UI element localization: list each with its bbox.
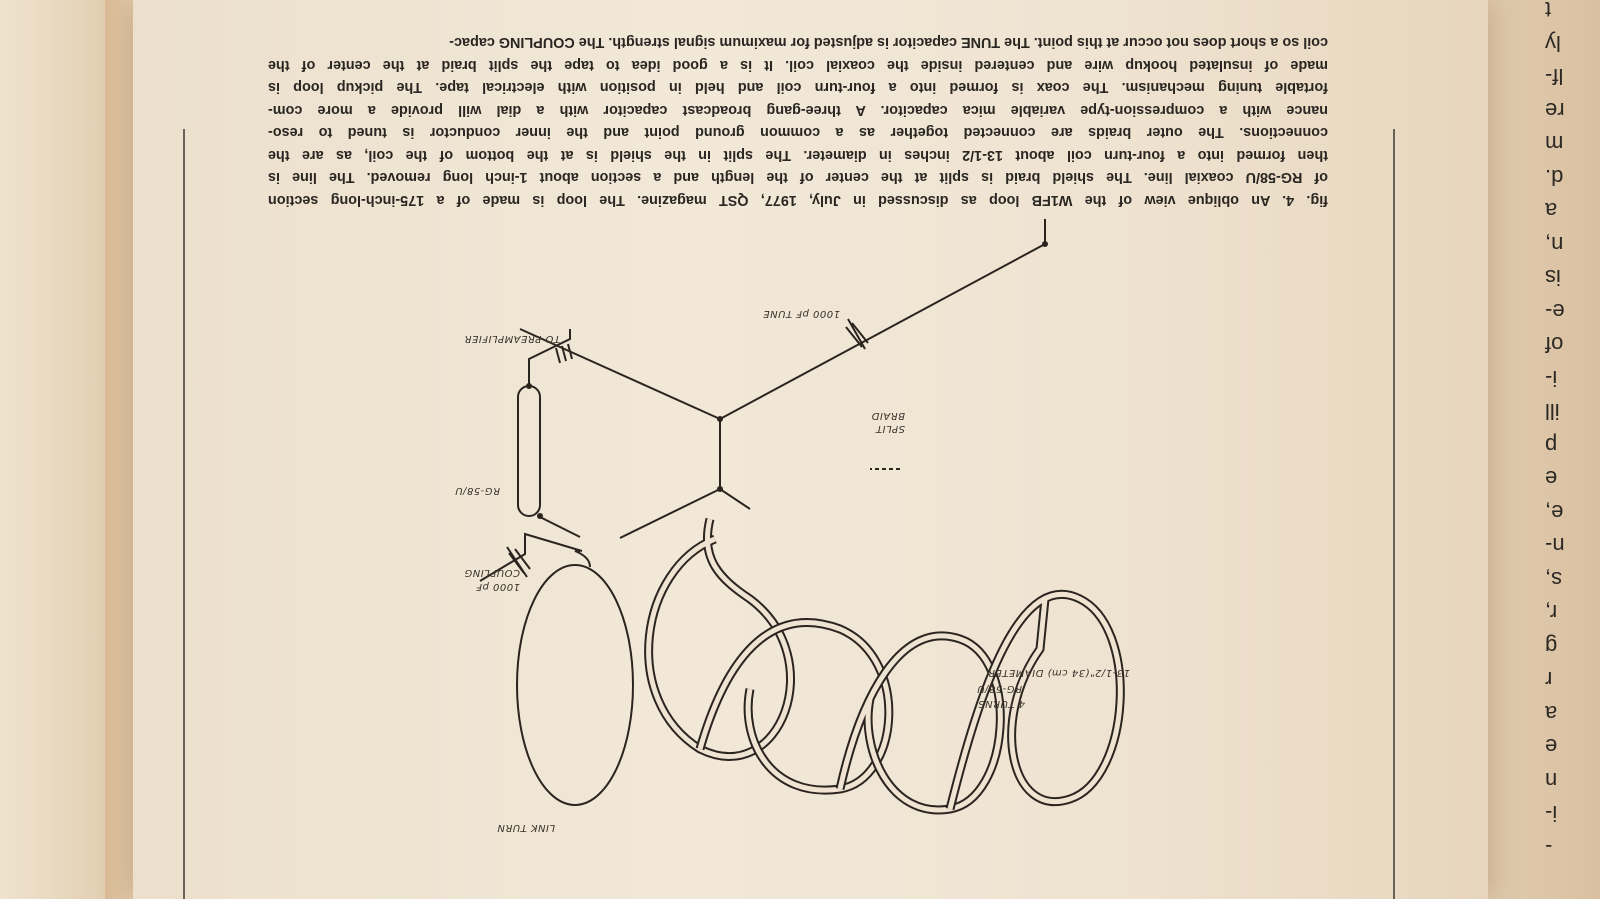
facing-page-letter: ill (1545, 399, 1560, 424)
facing-page-letter: e, (1545, 499, 1564, 525)
label-tune: 1000 pF TUNE (762, 308, 840, 319)
label-turns: 4 TURNS (977, 698, 1025, 709)
label-diameter: 13-1/2"(34 cm) DIAMETER (987, 667, 1130, 678)
facing-page-letter: p (1545, 432, 1558, 458)
facing-page-letter: e (1545, 466, 1558, 491)
label-coax-type: RG-58/U (976, 683, 1022, 694)
facing-page-letter: d. (1545, 164, 1564, 190)
coupling-wire (479, 532, 583, 582)
label-braid: BRAID (871, 410, 905, 421)
figure-caption: fig. 4. An oblique view of the W1FB loop… (268, 31, 1328, 211)
tune-rail (519, 328, 721, 489)
facing-page-letter: ly (1545, 30, 1561, 56)
caption-line: then formed into a four-turn coil about … (268, 147, 1328, 163)
caption-line: fortable tuning mechanism. The coax is f… (268, 79, 1328, 96)
facing-page-letter: - (1545, 834, 1553, 860)
facing-page-letter: s, (1545, 566, 1563, 592)
coil-turn-2 (695, 618, 894, 795)
facing-page-letter: re (1545, 97, 1565, 123)
label-coupling-value: 1000 pF (475, 581, 520, 592)
link-turn-lead (574, 550, 591, 568)
caption-line: nance with a compression-type variable m… (268, 102, 1328, 118)
facing-page-letter: a (1545, 198, 1558, 223)
facing-page-letter: g (1545, 633, 1558, 659)
facing-page-letter: of (1545, 332, 1564, 357)
label-coupling-name: COUPLING (464, 567, 520, 578)
caption-line: made of insulated hookup wire and center… (268, 57, 1328, 73)
facing-page-letter: is (1545, 265, 1561, 290)
caption-line: fig. 4. An oblique view of the W1FB loop… (268, 192, 1328, 208)
ground-rail (619, 487, 751, 539)
rg58-coax-segment (517, 385, 541, 517)
caption-line: of RG-58/U coaxial line. The shield brai… (268, 169, 1328, 186)
facing-page-letter: a (1545, 700, 1558, 726)
coupling-capacitor (506, 546, 531, 578)
preamp-connector (555, 343, 573, 364)
facing-page-letter: e (1545, 734, 1558, 759)
facing-page-letter: t (1545, 0, 1552, 22)
facing-page-letter: i- (1545, 365, 1558, 391)
facing-page-letter: e- (1545, 298, 1565, 324)
facing-page-letter: n- (1545, 533, 1565, 558)
facing-page-letter: r, (1545, 600, 1558, 625)
facing-page-letter: n, (1545, 231, 1564, 257)
facing-page-letter: i- (1545, 801, 1558, 826)
facing-page-letter: m (1545, 131, 1564, 156)
label-link-turn: LINK TURN (496, 822, 555, 833)
facing-page-letter: n (1545, 767, 1558, 793)
tune-capacitor (845, 318, 869, 350)
facing-page-letter: lf- (1545, 64, 1564, 89)
label-split: SPLIT (875, 423, 905, 434)
facing-page-letter: r (1545, 667, 1553, 692)
caption-line: coil so a short does not occur at this p… (449, 34, 1328, 51)
link-turn-loop (516, 564, 634, 806)
label-preamp: TO PREAMPLIFIER (464, 333, 560, 344)
caption-line: connections. The outer braids are connec… (268, 124, 1328, 141)
label-rg58: RG-58/U (454, 485, 500, 496)
